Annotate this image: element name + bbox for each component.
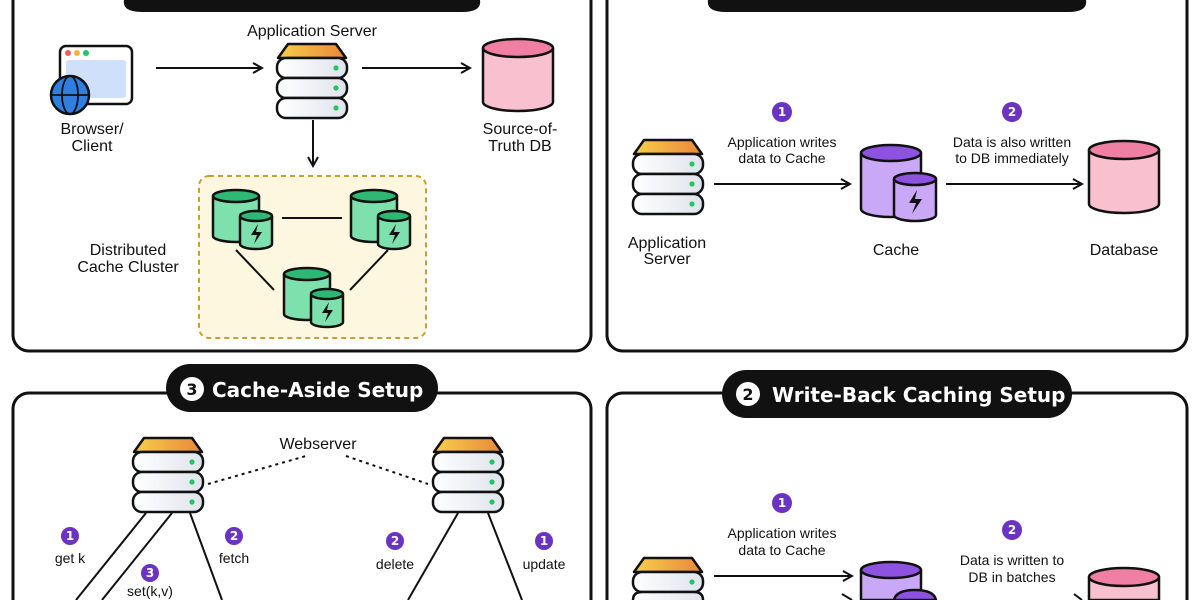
- step-number: 1: [778, 105, 786, 119]
- step-badge: [1002, 102, 1022, 122]
- panel-cache-aside: 3 Cache-Aside Setup Webserver 1 get k 2 …: [11, 364, 593, 600]
- step-number: 1: [66, 529, 74, 543]
- step-text: fetch: [219, 550, 249, 566]
- database-icon: [1087, 566, 1161, 600]
- panel-title-pill: [722, 370, 1072, 418]
- step-text: Application writes: [728, 525, 837, 541]
- panel-title: Write-Back Caching Setup: [772, 383, 1065, 407]
- browser-label-2: Client: [72, 138, 113, 155]
- database-icon: [1087, 139, 1161, 215]
- step-number: 1: [778, 496, 786, 510]
- title-number: 2: [742, 385, 753, 404]
- step-badge: [772, 102, 792, 122]
- server-icon: [131, 436, 205, 514]
- cluster-label-2: Cache Cluster: [77, 259, 179, 276]
- panel-title-pill: [166, 364, 438, 412]
- step-text: delete: [376, 556, 414, 572]
- db-label-1: Source-of-: [483, 121, 558, 138]
- step-text: update: [523, 556, 566, 572]
- panel-title-pill: [123, 0, 481, 12]
- step-number: 1: [540, 534, 548, 548]
- panel-title-pill: [707, 0, 1087, 12]
- browser-label-1: Browser/: [60, 121, 124, 138]
- step-text: data to Cache: [738, 150, 825, 166]
- step-number: 2: [1008, 105, 1016, 119]
- step-text: Data is written to: [960, 552, 1064, 568]
- step-text: Application writes: [728, 134, 837, 150]
- server-label-1: Application: [628, 235, 706, 252]
- webserver-label: Webserver: [279, 436, 357, 453]
- app-server-label: Application Server: [247, 23, 378, 40]
- title-number: 3: [186, 380, 197, 399]
- browser-client-icon: [49, 44, 134, 116]
- server-label-2: Server: [643, 251, 691, 268]
- step-text: data to Cache: [738, 542, 825, 558]
- database-icon: [481, 37, 555, 113]
- step-text: Data is also written: [953, 134, 1071, 150]
- server-icon: [275, 42, 349, 120]
- panel-distributed-cache: Browser/ Client Application Server Sourc…: [11, 0, 593, 353]
- panel-title: Cache-Aside Setup: [212, 378, 423, 402]
- step-number: 2: [1008, 523, 1016, 537]
- step-number: 3: [146, 566, 154, 580]
- step-text: set(k,v): [127, 583, 173, 599]
- cache-icon: [859, 560, 938, 600]
- server-icon: [431, 436, 505, 514]
- step-number: 2: [230, 529, 238, 543]
- database-label: Database: [1090, 242, 1159, 259]
- panel-write-back: 2 Write-Back Caching Setup 1 Application…: [605, 370, 1189, 600]
- step-text: to DB immediately: [955, 150, 1069, 166]
- server-icon: [631, 556, 705, 600]
- panel-write-through: Application Server 1 Application writes …: [605, 0, 1189, 353]
- cache-label: Cache: [873, 242, 919, 259]
- step-number: 2: [391, 534, 399, 548]
- cluster-label-1: Distributed: [90, 242, 166, 259]
- server-icon: [631, 138, 705, 216]
- db-label-2: Truth DB: [488, 138, 551, 155]
- step-text: DB in batches: [968, 569, 1055, 585]
- step-text: get k: [55, 550, 86, 566]
